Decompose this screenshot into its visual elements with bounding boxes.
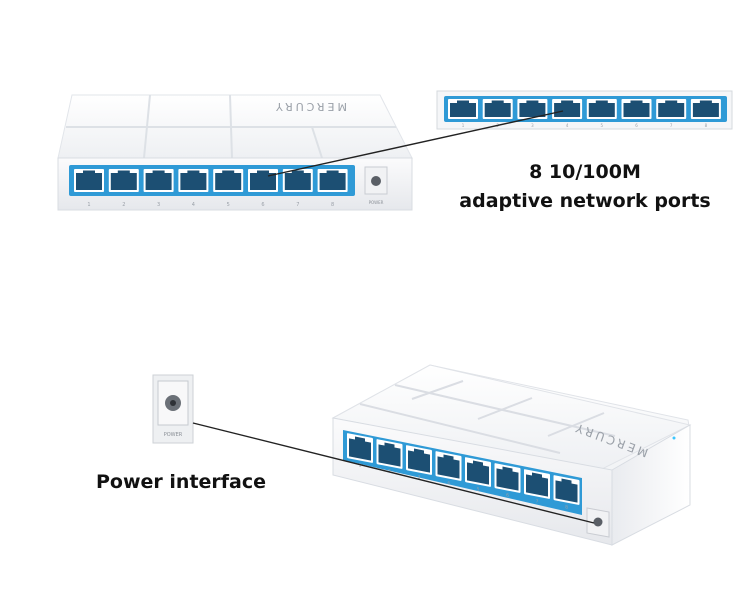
angled-port-8: 8 xyxy=(553,475,580,511)
angled-port-6: 6 xyxy=(494,463,521,499)
front-port-7 xyxy=(282,169,313,192)
ports-caption: 8 10/100M adaptive network ports xyxy=(440,158,730,216)
front-port-4 xyxy=(178,169,209,192)
zoom-port-label: 8 xyxy=(705,123,708,128)
angled-port-7: 7 xyxy=(524,469,550,505)
front-port-label: 3 xyxy=(157,202,160,208)
front-port-labels: 1 2 3 4 5 6 7 8 xyxy=(87,202,334,208)
front-port-8 xyxy=(317,169,348,192)
zoom-port-5 xyxy=(586,99,617,119)
angled-port-4: 4 xyxy=(435,451,462,487)
zoom-port-7 xyxy=(656,99,687,119)
zoom-port-label: 1 xyxy=(462,123,465,128)
zoom-port-6 xyxy=(621,99,652,119)
front-port-label: 4 xyxy=(192,202,195,208)
ports-caption-line2: adaptive network ports xyxy=(459,190,711,212)
angled-port-5: 5 xyxy=(465,457,491,493)
front-power-label: POWER xyxy=(369,200,384,205)
front-port-2 xyxy=(108,169,139,192)
front-port-1 xyxy=(74,169,104,192)
zoom-port-label: 7 xyxy=(670,123,673,128)
front-port-label: 8 xyxy=(331,202,334,208)
zoomed-power-jack: POWER xyxy=(152,374,194,444)
angled-port-1: 1 xyxy=(347,433,373,469)
zoom-port-1 xyxy=(448,99,478,119)
ports-callout-line xyxy=(267,110,564,177)
front-port-row xyxy=(74,169,348,192)
zoom-port-label: 3 xyxy=(531,123,534,128)
angled-port-3: 3 xyxy=(406,445,432,481)
angled-port-row: 1 2 3 4 5 6 7 8 xyxy=(347,433,580,511)
front-port-label: 6 xyxy=(261,202,264,208)
power-caption: Power interface xyxy=(96,471,267,493)
front-logo: MERCURY xyxy=(273,100,347,113)
zoom-port-8 xyxy=(690,99,721,119)
zoom-port-3 xyxy=(517,99,548,119)
angled-port-label: 7 xyxy=(536,498,539,505)
front-port-label: 5 xyxy=(227,202,230,208)
power-callout-line xyxy=(192,422,595,524)
switch-front-view: 1 2 3 4 5 6 7 8 POWER MERCURY xyxy=(57,94,413,211)
svg-text:POWER: POWER xyxy=(164,432,183,438)
zoom-port-label: 4 xyxy=(566,123,569,128)
front-port-label: 2 xyxy=(122,202,125,208)
front-port-label: 1 xyxy=(87,202,90,208)
front-port-label: 7 xyxy=(296,202,299,208)
front-port-5 xyxy=(213,169,244,192)
zoom-port-4 xyxy=(552,99,583,119)
angled-port-label: 5 xyxy=(477,486,480,493)
ports-caption-line1: 8 10/100M xyxy=(529,161,641,183)
front-port-6 xyxy=(248,169,278,192)
angled-port-label: 8 xyxy=(565,504,568,511)
angled-port-label: 1 xyxy=(359,462,362,469)
zoom-port-2 xyxy=(482,99,513,119)
angled-port-label: 4 xyxy=(447,480,450,487)
angled-port-label: 6 xyxy=(506,492,509,499)
angled-port-label: 3 xyxy=(418,474,421,481)
zoom-port-label: 6 xyxy=(635,123,638,128)
angled-port-2: 2 xyxy=(376,439,403,475)
front-port-3 xyxy=(143,169,174,192)
zoom-port-label: 5 xyxy=(601,123,604,128)
